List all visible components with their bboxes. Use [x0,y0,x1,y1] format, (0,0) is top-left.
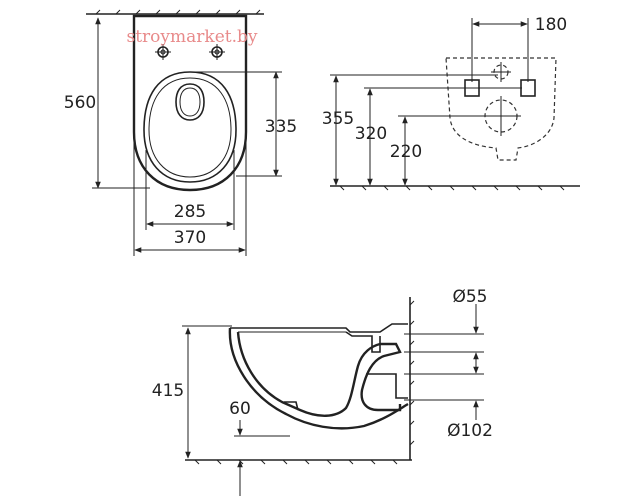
fixing-bolt-left [155,44,171,60]
dim-height-320-label: 320 [355,124,387,144]
top-view: 560 335 285 370 [64,9,297,256]
bowl-outline [132,14,248,192]
bowl-opening [175,83,205,121]
seat-outline [143,71,237,183]
rear-view: 180 355 320 220 [322,15,580,191]
dim-hole-spacing-label: 180 [535,15,567,35]
side-view: 415 60 Ø55 Ø102 [152,287,493,496]
watermark: stroymarket.by [127,27,258,47]
fixing-bolt-right [209,44,225,60]
dim-length-label: 560 [64,93,96,113]
side-outlet [366,373,408,399]
rear-fixing-hole-right [520,79,536,97]
rear-outline [445,57,557,161]
dim-height-220-label: 220 [390,142,422,162]
dim-outlet-diameter-label: Ø102 [447,421,493,441]
dim-side-height-label: 415 [152,381,184,401]
dim-height-355-label: 355 [322,109,354,129]
dim-floor-offset-label: 60 [229,399,251,419]
dim-bowl-length-label: 335 [265,117,297,137]
side-rim [230,323,408,333]
dim-outer-width-label: 370 [174,228,206,248]
dim-inlet-diameter-label: Ø55 [452,287,487,307]
side-inlet [345,331,381,353]
dim-inner-width-label: 285 [174,202,206,222]
side-trapway [360,342,402,412]
side-bowl-profile [228,327,409,430]
